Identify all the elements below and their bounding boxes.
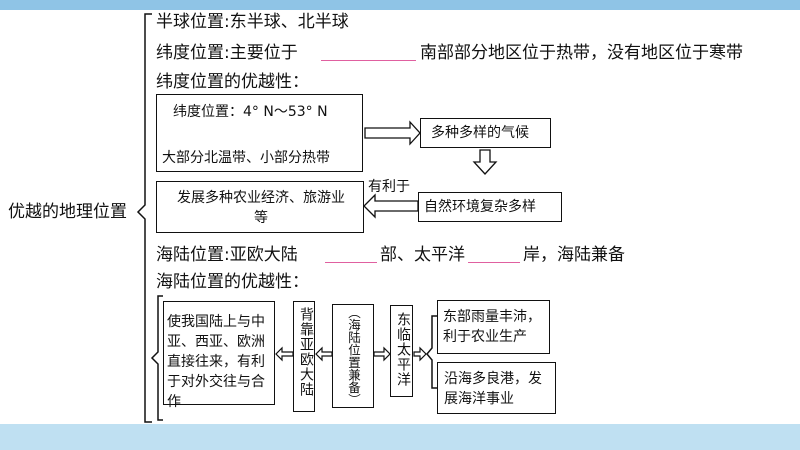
- eurasia-box: 背靠亚欧大陆: [293, 301, 315, 412]
- benefit-label: 有利于: [368, 179, 410, 195]
- rainfall-text: 东部雨量丰沛，利于农业生产: [443, 309, 541, 345]
- hemisphere-label: 半球位置: [156, 12, 224, 32]
- pacific-box: 东临太平洋: [390, 305, 413, 397]
- foreign-relations-box: 使我国陆上与中亚、西亚、欧洲直接往来，有利于对外交往与合作: [163, 301, 275, 410]
- right-small-brace: [426, 315, 437, 389]
- sea-land-text-b: 部、太平洋: [380, 245, 465, 265]
- foreign-relations-text: 使我国陆上与中亚、西亚、欧洲直接往来，有利于对外交往与合作: [167, 314, 265, 410]
- environment-box: 自然环境复杂多样: [418, 192, 562, 222]
- east-to-brace-arrow: [413, 346, 427, 362]
- bottom-band: [0, 424, 800, 450]
- root-label: 优越的地理位置: [8, 202, 127, 222]
- latitude-blank[interactable]: [321, 60, 416, 61]
- back-to-left-arrow: [275, 346, 294, 362]
- latitude-range-box: 纬度位置：4° N～53° N 大部分北温带、小部分热带: [156, 94, 363, 172]
- climate-text: 多种多样的气候: [431, 125, 529, 141]
- climate-box: 多种多样的气候: [420, 118, 551, 148]
- development-box: 发展多种农业经济、旅游业等: [156, 181, 364, 233]
- sea-land-advantage-heading: 海陆位置的优越性：: [156, 272, 309, 292]
- hemisphere-value: 东半球、北半球: [229, 12, 349, 32]
- ports-box: 沿海多良港，发展海洋事业: [437, 362, 556, 414]
- sea-land-label: 海陆位置: [156, 245, 224, 265]
- to-development-arrow: [363, 193, 419, 219]
- sea-land-blank-1[interactable]: [325, 262, 377, 263]
- sea-land-row: 海陆位置:亚欧大陆: [156, 245, 298, 265]
- climate-down-arrow: [472, 149, 498, 175]
- main-brace: [136, 13, 152, 423]
- ports-text: 沿海多良港，发展海洋事业: [444, 371, 542, 407]
- eurasia-text: 背靠亚欧大陆: [298, 307, 314, 397]
- environment-text: 自然环境复杂多样: [424, 199, 536, 215]
- latitude-range: 纬度位置：4° N～53° N: [173, 104, 328, 120]
- sea-land-combined-box: （海陆位置兼备）: [332, 304, 374, 408]
- latitude-text-a: 主要位于: [229, 43, 298, 63]
- sea-land-blank-2[interactable]: [468, 262, 520, 263]
- rainfall-box: 东部雨量丰沛，利于农业生产: [437, 300, 550, 354]
- climate-zones: 大部分北温带、小部分热带: [162, 150, 330, 166]
- center-to-east-arrow: [373, 346, 391, 362]
- latitude-text-b: 南部部分地区位于热带，没有地区位于寒带: [420, 43, 743, 63]
- latitude-advantage-heading: 纬度位置的优越性：: [156, 72, 309, 92]
- center-to-back-arrow: [315, 346, 333, 362]
- latitude-row: 纬度位置:主要位于: [156, 43, 298, 63]
- hemisphere-row: 半球位置:东半球、北半球: [156, 12, 349, 32]
- sea-land-text-a: 亚欧大陆: [229, 245, 298, 265]
- top-band: [0, 0, 800, 10]
- sea-land-text-c: 岸，海陆兼备: [523, 245, 625, 265]
- latitude-label: 纬度位置: [156, 43, 224, 63]
- development-text: 发展多种农业经济、旅游业等: [177, 190, 345, 226]
- pacific-text: 东临太平洋: [395, 312, 411, 387]
- to-climate-arrow: [364, 120, 421, 146]
- sea-land-combined-text: （海陆位置兼备）: [346, 306, 361, 406]
- left-small-brace: [150, 295, 163, 421]
